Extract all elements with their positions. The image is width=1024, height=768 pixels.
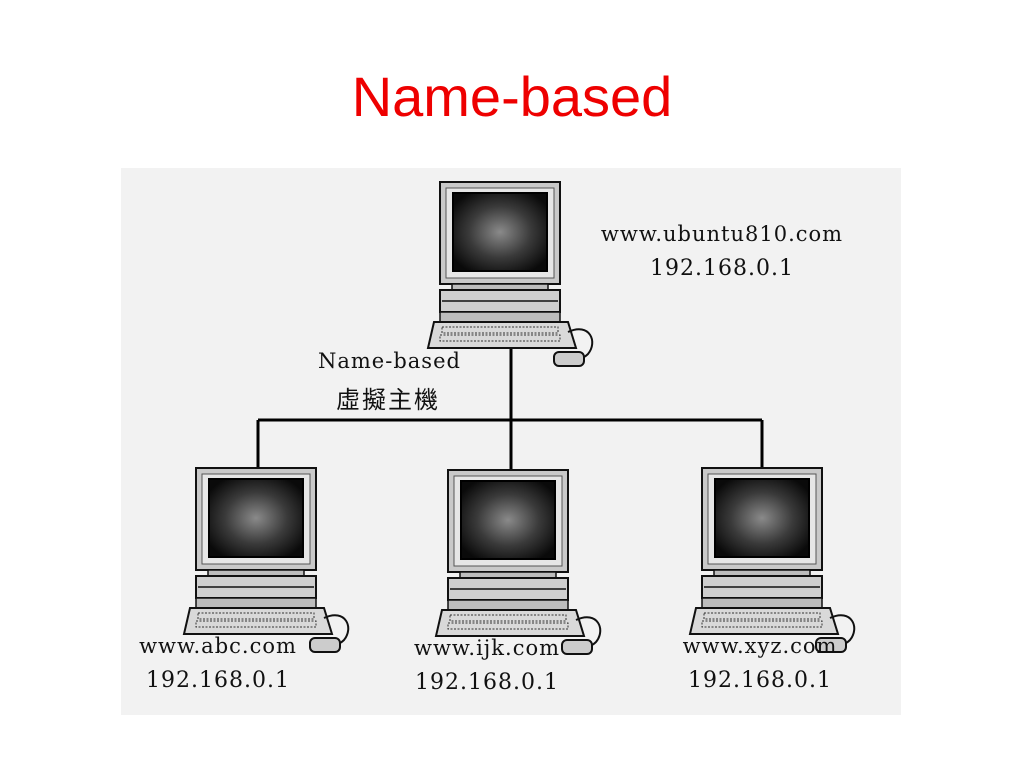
client-hostname-abc: www.abc.com (139, 634, 297, 658)
client-hostname-xyz: www.xyz.com (682, 634, 838, 658)
virtual-host-label-zh: 虛擬主機 (336, 386, 440, 414)
client-ip-xyz: 192.168.0.1 (688, 668, 832, 693)
server-computer-icon (427, 181, 594, 367)
client-ip-abc: 192.168.0.1 (146, 668, 290, 693)
client-computer-icon-xyz (689, 467, 856, 653)
slide-title: Name-based (351, 65, 673, 128)
client-ip-ijk: 192.168.0.1 (415, 670, 559, 695)
client-computer-icon-abc (183, 467, 350, 653)
server-hostname: www.ubuntu810.com (600, 222, 844, 246)
virtual-host-label-en: Name-based (318, 349, 461, 373)
client-hostname-ijk: www.ijk.com (413, 636, 561, 660)
client-computer-icon-ijk (435, 469, 602, 655)
server-ip: 192.168.0.1 (650, 256, 794, 281)
